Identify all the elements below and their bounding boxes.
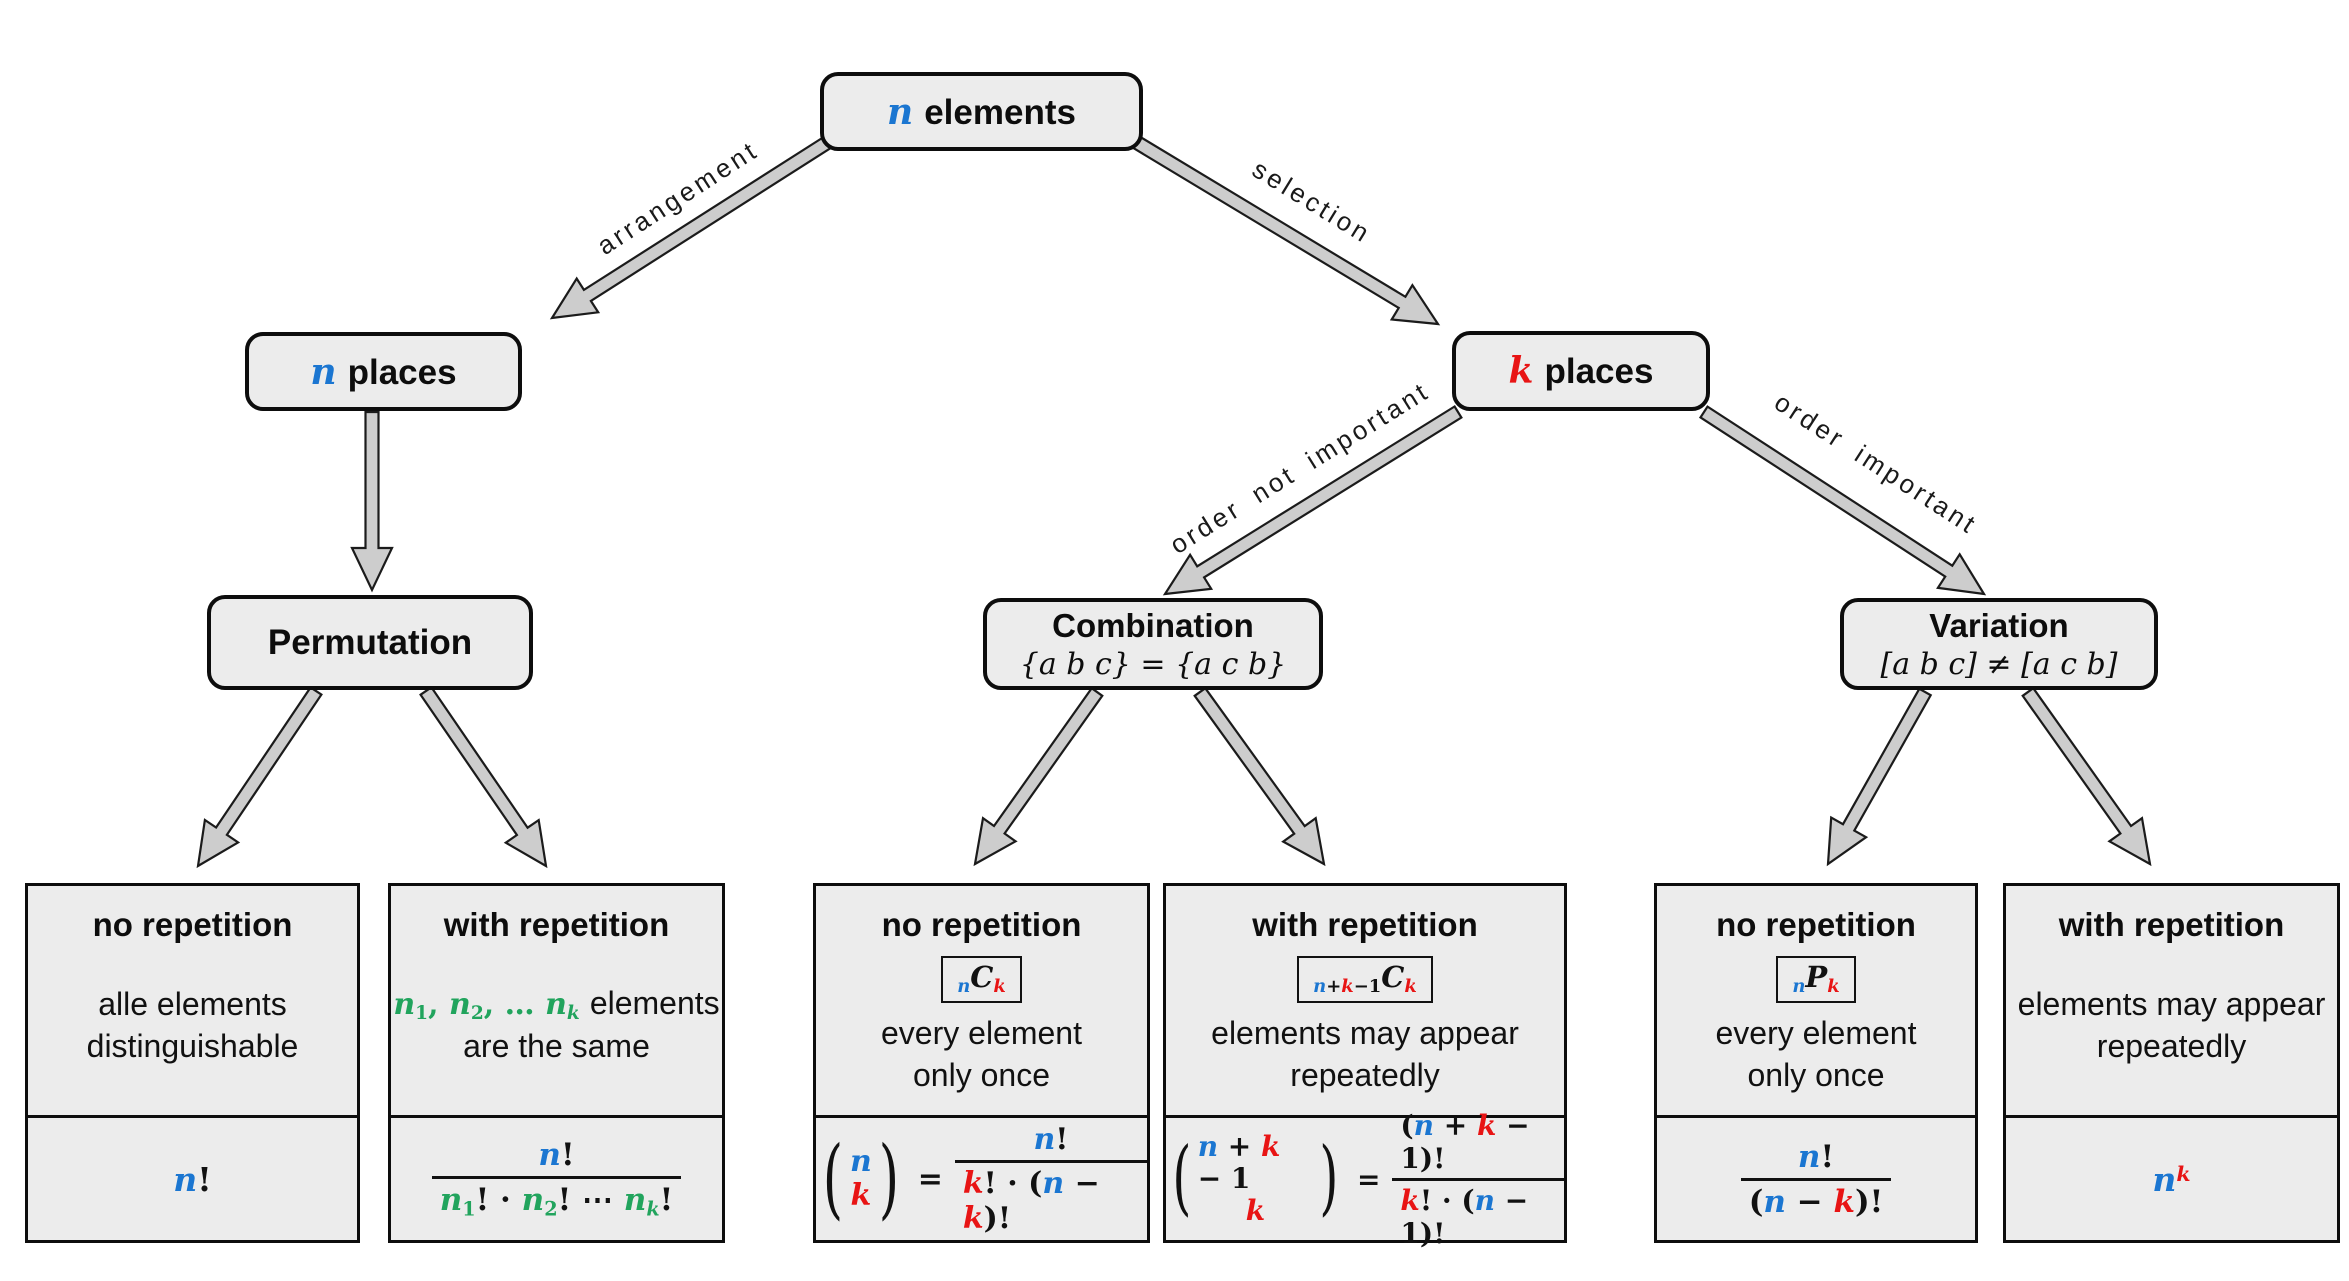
node-var-n: n xyxy=(310,350,337,393)
card-body: every element only once xyxy=(1716,1003,1917,1115)
card-body-line: elements may appear xyxy=(2017,985,2326,1022)
card-combination-no-repetition: no repetition nCk every element only onc… xyxy=(813,883,1150,1243)
card-body-line: alle elements xyxy=(98,985,287,1022)
node-n-elements: n elements xyxy=(820,72,1143,151)
card-permutation-no-repetition: no repetition alle elements distinguisha… xyxy=(25,883,360,1243)
card-variation-no-repetition: no repetition nPk every element only onc… xyxy=(1654,883,1978,1243)
card-body: elements may appear repeatedly xyxy=(2018,944,2326,1115)
card-formula: nk xyxy=(2006,1115,2337,1240)
arrow-permutation-to-no-repetition xyxy=(196,685,323,869)
arrow-n-places-to-permutation xyxy=(350,410,394,593)
node-label: places xyxy=(1544,352,1654,391)
node-combination: Combination {a b c} = {a c b} xyxy=(983,598,1323,690)
arrow-k-places-to-variation xyxy=(1698,405,1987,596)
card-body-line: every element xyxy=(1715,1015,1917,1052)
arrow-combination-to-with-repetition xyxy=(1193,686,1326,867)
card-symbol-n-plus-k-minus-1-Ck: n+k−1Ck xyxy=(1297,956,1433,1004)
node-label: Permutation xyxy=(267,622,473,662)
node-k-places: k places xyxy=(1452,331,1710,411)
card-body-line: only once xyxy=(1747,1057,1885,1094)
card-combination-with-repetition: with repetition n+k−1Ck elements may app… xyxy=(1163,883,1567,1250)
node-subtitle: [a b c] ≠ [a c b] xyxy=(1880,646,2118,682)
card-formula: n! (n − k)! xyxy=(1657,1115,1975,1240)
arrow-permutation-to-with-repetition xyxy=(419,685,548,869)
card-body-line: repeatedly xyxy=(2096,1027,2247,1064)
card-symbol-nCk: nCk xyxy=(941,956,1022,1004)
card-header: no repetition xyxy=(1716,906,1916,943)
node-var-k: k xyxy=(1508,350,1534,392)
node-n-places: n places xyxy=(245,332,522,411)
arrow-variation-to-no-repetition xyxy=(1826,687,1933,867)
card-body-line: distinguishable xyxy=(86,1027,299,1064)
arrow-root-to-n-places xyxy=(549,134,834,320)
card-body-line: repeatedly xyxy=(1290,1057,1440,1094)
arrow-root-to-k-places xyxy=(1131,134,1441,326)
card-header: with repetition xyxy=(443,906,670,943)
arrow-k-places-to-combination xyxy=(1162,404,1463,596)
card-header: with repetition xyxy=(1252,906,1478,943)
arrow-variation-to-with-repetition xyxy=(2021,686,2152,867)
card-body-line: are the same xyxy=(463,1028,650,1065)
card-header: with repetition xyxy=(2058,906,2285,943)
card-body-line: elements may appear xyxy=(1211,1015,1519,1052)
card-formula: n! n1! · n2! ⋯ nk! xyxy=(391,1115,722,1240)
card-variation-with-repetition: with repetition elements may appear repe… xyxy=(2003,883,2340,1243)
arrow-combination-to-no-repetition xyxy=(973,686,1104,867)
card-body-line: only once xyxy=(913,1057,1050,1094)
card-body-line: every element xyxy=(881,1015,1082,1052)
card-symbol-nPk: nPk xyxy=(1776,956,1856,1004)
node-subtitle: {a b c} = {a c b} xyxy=(1019,646,1287,682)
node-permutation: Permutation xyxy=(207,595,533,690)
card-header: no repetition xyxy=(881,906,1082,943)
node-label: places xyxy=(347,352,457,392)
node-label: Variation xyxy=(1929,606,2069,644)
node-variation: Variation [a b c] ≠ [a c b] xyxy=(1840,598,2158,690)
node-var-n: n xyxy=(887,90,914,133)
card-body: alle elements distinguishable xyxy=(87,944,299,1115)
card-header: no repetition xyxy=(92,906,293,943)
card-formula: n! xyxy=(28,1115,357,1240)
card-body: every element only once xyxy=(881,1003,1082,1115)
card-body: elements may appear repeatedly xyxy=(1211,1003,1519,1115)
node-label: elements xyxy=(924,92,1076,132)
node-label: Combination xyxy=(1052,606,1254,644)
